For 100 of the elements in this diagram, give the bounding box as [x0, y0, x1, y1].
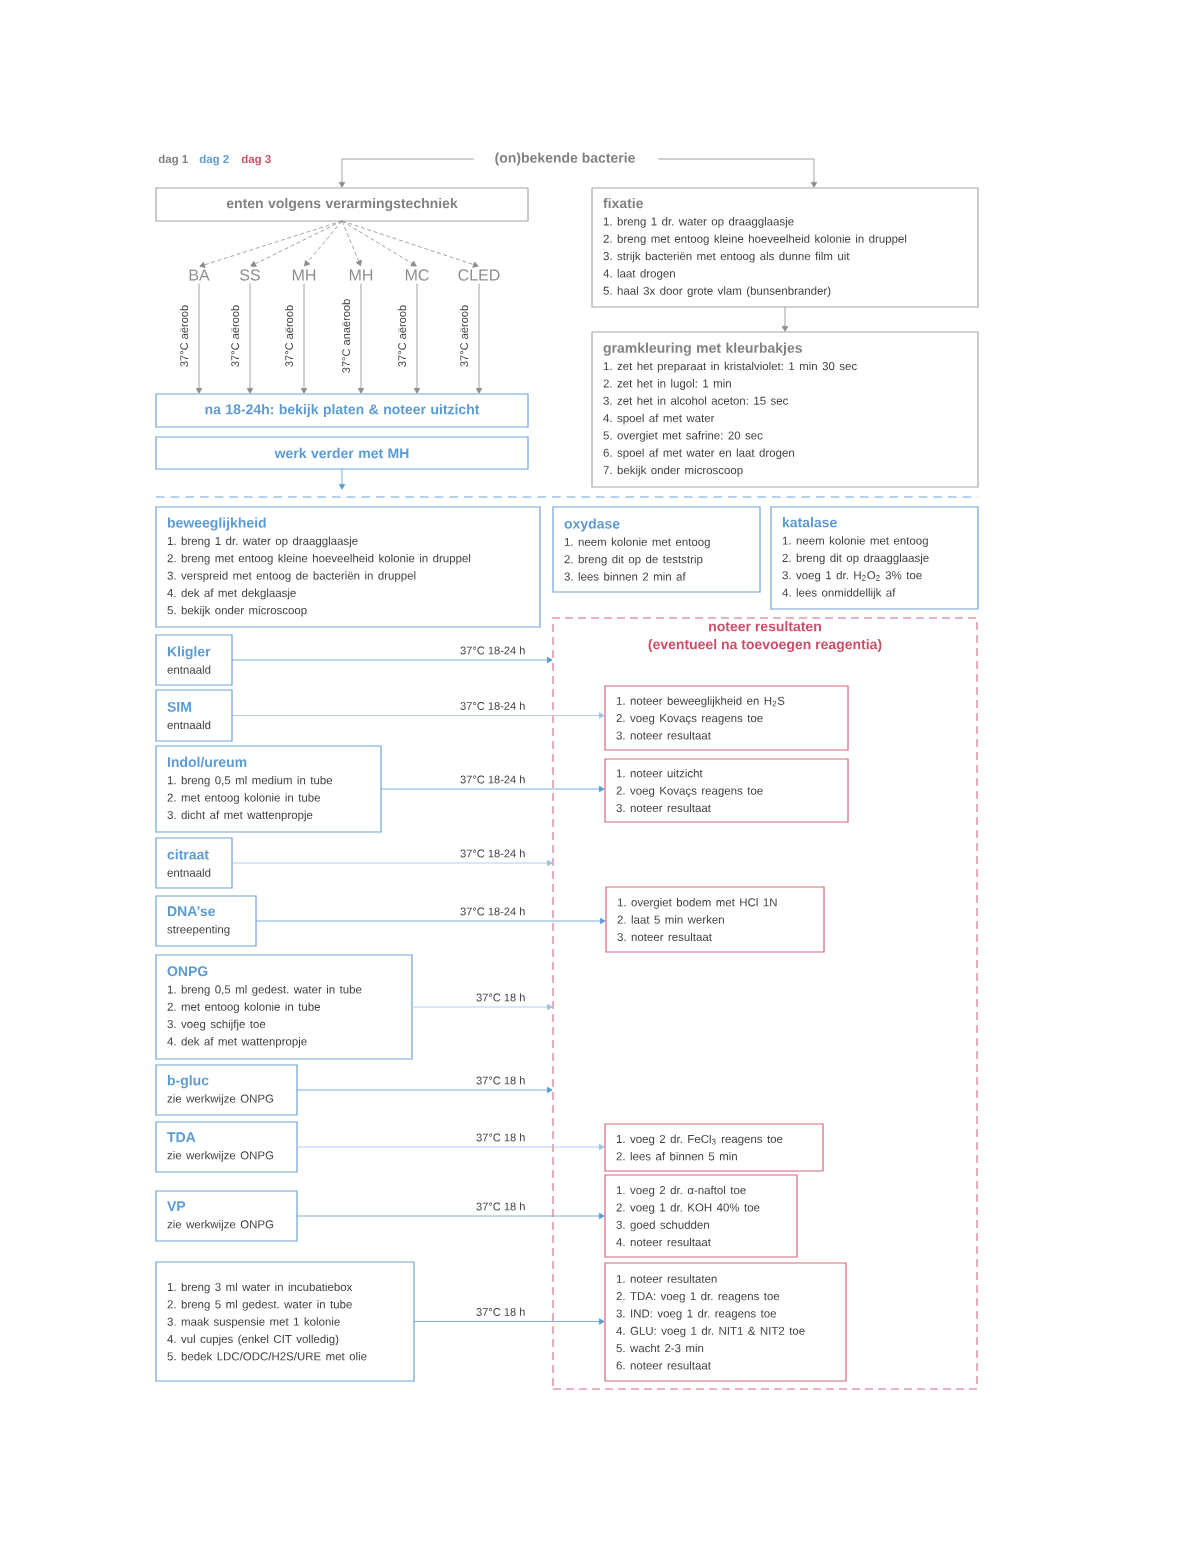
procedure-box — [591, 187, 979, 308]
box-heading: beweeglijkheid — [167, 517, 266, 531]
step-text: 2. breng dit op de teststrip — [564, 554, 703, 566]
step-text: 2. breng 5 ml gedest. water in tube — [167, 1300, 352, 1311]
step-text: 1. breng 0,5 ml medium in tube — [167, 775, 333, 787]
edge-label: 37°C anaëroob — [341, 299, 351, 373]
step-text: 2. voeg Kovaçs reagens toe — [616, 714, 763, 725]
edge-label: 37°C 18 h — [476, 1202, 525, 1211]
edge-label: 37°C aëroob — [284, 305, 294, 367]
plate-label: BA — [189, 269, 210, 281]
step-text: 2. breng met entoog kleine hoeveelheid kolonie in druppel — [167, 553, 471, 565]
results-area — [552, 617, 978, 1390]
box-heading: SIM — [167, 701, 191, 712]
edge-label: 37°C 18 h — [476, 1076, 525, 1085]
step-text: 1. voeg 2 dr. FeCl$_{3}$ reagens toe — [616, 1134, 783, 1146]
procedure-box — [770, 506, 979, 610]
edge-label: 37°C 18-24 h — [460, 849, 525, 858]
step-text: 3. zet het in alcohol aceton: 15 sec — [603, 396, 789, 405]
step-text: 1. voeg 2 dr. α-naftol toe — [616, 1185, 746, 1197]
step-text: 3. voeg 1 dr. H$_{2}$O$_{2}$ 3% toe — [782, 570, 922, 582]
step-text: 2. met entoog kolonie in tube — [167, 1002, 320, 1014]
arrow — [338, 468, 346, 490]
step-text: 5. wacht 2-3 min — [616, 1343, 704, 1353]
step-text: 1. noteer resultaten — [616, 1274, 717, 1283]
legend-text: dag 1 — [158, 154, 188, 166]
step-text: 4. GLU: voeg 1 dr. NIT1 & NIT2 toe — [616, 1326, 805, 1338]
step-text: 3. voeg schijfje toe — [167, 1019, 266, 1031]
legend-text: dag 2 — [199, 154, 229, 166]
result-box — [604, 1262, 847, 1382]
arrow — [255, 917, 606, 925]
step-text: 3. IND: voeg 1 dr. reagens toe — [616, 1309, 776, 1320]
arrow — [411, 1003, 553, 1011]
box-heading: VP — [167, 1201, 186, 1211]
edge-label: 37°C aëroob — [179, 305, 189, 367]
step-text: 1. breng 1 dr. water op draagglaasje — [167, 536, 358, 548]
step-text: 4. noteer resultaat — [616, 1237, 711, 1247]
step-text: 2. breng dit op draagglaasje — [782, 553, 929, 565]
edge-label: 37°C 18-24 h — [460, 646, 525, 655]
step-text: 2. laat 5 min werken — [617, 915, 724, 924]
box-note: entnaald — [167, 720, 211, 730]
area-title: (eventueel na toevoegen reagentia) — [648, 639, 882, 653]
step-text: 5. haal 3x door grote vlam (bunsenbrander) — [603, 286, 831, 298]
procedure-box — [155, 745, 382, 833]
step-text: 2. zet het in lugol: 1 min — [603, 379, 731, 390]
start-label: (on)bekende bacterie — [495, 152, 635, 166]
procedure-box — [591, 331, 979, 488]
arrow — [296, 1143, 605, 1151]
edge-label: 37°C 18-24 h — [460, 907, 525, 916]
arrow — [341, 220, 479, 268]
box-heading: fixatie — [603, 197, 643, 209]
step-text: 5. bedek LDC/ODC/H2S/URE met olie — [167, 1352, 367, 1361]
arrow — [781, 306, 789, 332]
plate-label: MH — [349, 269, 373, 281]
step-text: 1. neem kolonie met entoog — [782, 536, 928, 547]
arrow — [296, 1212, 605, 1220]
step-text: 4. vul cupjes (enkel CIT volledig) — [167, 1334, 339, 1346]
test-box — [155, 689, 233, 742]
test-box — [155, 1190, 298, 1242]
arrow — [338, 158, 475, 188]
arrow — [475, 283, 483, 394]
box-heading: DNA’se — [167, 906, 215, 917]
box-note: entnaald — [167, 665, 211, 674]
procedure-box — [155, 954, 413, 1060]
edge-label: 37°C aëroob — [230, 305, 240, 367]
step-text: 3. goed schudden — [616, 1220, 709, 1232]
arrow — [231, 859, 553, 867]
step-text: 3. noteer resultaat — [616, 803, 711, 813]
test-box — [155, 837, 233, 889]
box-note: entnaald — [167, 868, 211, 877]
test-box — [155, 634, 233, 686]
plate-label: CLED — [458, 269, 500, 281]
arrow — [195, 283, 203, 394]
box-note: streepenting — [167, 925, 230, 936]
arrow — [231, 656, 553, 664]
step-text: 4. spoel af met water — [603, 413, 715, 425]
arrow — [304, 220, 343, 267]
arrow — [341, 220, 362, 267]
result-box — [604, 758, 849, 823]
test-box — [155, 895, 257, 947]
arrow — [231, 712, 605, 719]
process-box: enten volgens verarmingstechniek — [155, 187, 529, 222]
plate-label: SS — [240, 269, 260, 281]
step-text: 2. met entoog kolonie in tube — [167, 793, 320, 804]
step-text: 4. lees onmiddellijk af — [782, 588, 896, 599]
step-text: 5. bekijk onder microscoop — [167, 605, 307, 617]
step-text: 4. laat drogen — [603, 269, 675, 280]
step-text: 1. breng 3 ml water in incubatiebox — [167, 1282, 353, 1294]
step-text: 4. dek af met wattenpropje — [167, 1037, 307, 1048]
step-text: 2. voeg 1 dr. KOH 40% toe — [616, 1203, 760, 1214]
procedure-box — [155, 506, 541, 628]
step-text: 1. neem kolonie met entoog — [564, 537, 710, 549]
test-box — [155, 1121, 298, 1173]
test-box — [155, 1064, 298, 1116]
step-text: 1. overgiet bodem met HCl 1N — [617, 897, 777, 909]
arrow — [657, 158, 818, 188]
arrow — [296, 1086, 553, 1094]
step-text: 1. noteer beweeglijkheid en H$_{2}$S — [616, 696, 785, 708]
arrow — [199, 220, 343, 268]
step-text: 1. noteer uitzicht — [616, 768, 703, 778]
box-heading: citraat — [167, 849, 209, 860]
